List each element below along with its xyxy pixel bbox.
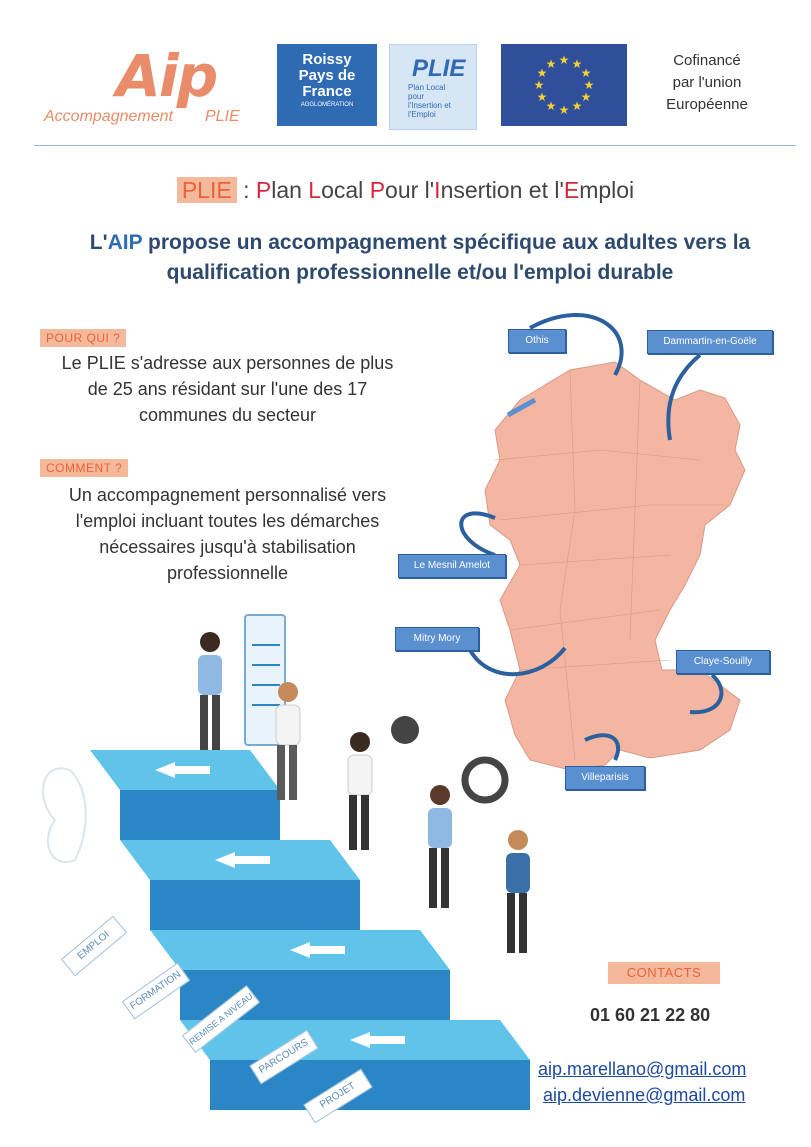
svg-text:★: ★ (537, 66, 548, 80)
email-link-2[interactable]: aip.devienne@gmail.com (543, 1085, 746, 1105)
plie-logo: PLIE Plan Local pour l'Insertion et l'Em… (389, 44, 477, 130)
svg-text:★: ★ (581, 66, 592, 80)
map-label-villeparisis: Villeparisis (565, 766, 645, 790)
svg-text:★: ★ (559, 53, 570, 67)
arrow-dammartin (666, 353, 702, 441)
aip-logo-plie: PLIE (205, 108, 240, 125)
contacts-badge: CONTACTS (608, 962, 720, 984)
svg-text:★: ★ (534, 78, 545, 92)
headline: L'AIP propose un accompagnement spécifiq… (89, 231, 751, 284)
map-label-claye: Claye-Souilly (676, 650, 770, 674)
aip-logo-text: Aip (116, 42, 218, 110)
roissy-sub: AGGLOMÉRATION (300, 102, 354, 108)
roissy-logo: Roissy Pays de France AGGLOMÉRATION (277, 44, 377, 126)
roissy-line1: Roissy (302, 51, 352, 68)
svg-text:★: ★ (537, 90, 548, 104)
header-divider (34, 145, 796, 146)
arrow-mesnil (459, 511, 496, 557)
pour-qui-text: Le PLIE s'adresse aux personnes de plus … (61, 353, 394, 425)
phone-number[interactable]: 01 60 21 22 80 (590, 1005, 711, 1025)
aip-logo: Aip Accompagnement PLIE (44, 42, 254, 132)
svg-text:★: ★ (546, 99, 557, 113)
svg-text:★: ★ (584, 78, 595, 92)
plie-logo-big: PLIE (412, 55, 466, 82)
stairs-illustration (42, 614, 530, 1110)
map-arrows (459, 313, 724, 761)
page-title: PLIE : Plan Local Pour l'Insertion et l'… (0, 177, 811, 204)
email-link-1[interactable]: aip.marellano@gmail.com (538, 1059, 747, 1079)
title-tag: PLIE (176, 177, 237, 203)
comment-badge: COMMENT ? (40, 459, 129, 477)
arrow-mitry (468, 646, 567, 677)
map-label-othis: Othis (508, 329, 566, 353)
arrow-othis (529, 313, 624, 376)
plie-logo-small: Plan Local pour l'Insertion et l'Emploi (408, 83, 451, 119)
map-river (506, 397, 537, 418)
svg-text:★: ★ (546, 57, 557, 71)
territory-map (484, 361, 746, 771)
eu-stars-icon: ★★★ ★★★ ★★★ ★★★ (534, 53, 595, 117)
map-label-mitry: Mitry Mory (395, 627, 479, 651)
svg-text:★: ★ (581, 90, 592, 104)
eu-flag: ★★★ ★★★ ★★★ ★★★ (501, 44, 627, 126)
arrow-claye (689, 673, 724, 715)
roissy-line3: France (302, 83, 352, 100)
map-label-mesnil: Le Mesnil Amelot (398, 554, 506, 578)
roissy-line2: Pays de (298, 67, 356, 84)
aip-logo-subtitle: Accompagnement (44, 108, 173, 125)
pour-qui-badge: POUR QUI ? (40, 329, 127, 347)
arrow-villeparisis (584, 733, 621, 761)
people-figures (198, 632, 530, 953)
cofinance-text: Cofinancé par l'union Européenne (666, 52, 748, 113)
comment-text: Un accompagnement personnalisé vers l'em… (68, 485, 387, 583)
svg-text:★: ★ (572, 57, 583, 71)
svg-text:★: ★ (559, 103, 570, 117)
svg-text:★: ★ (572, 99, 583, 113)
map-label-dammartin: Dammartin-en-Goële (647, 330, 773, 354)
